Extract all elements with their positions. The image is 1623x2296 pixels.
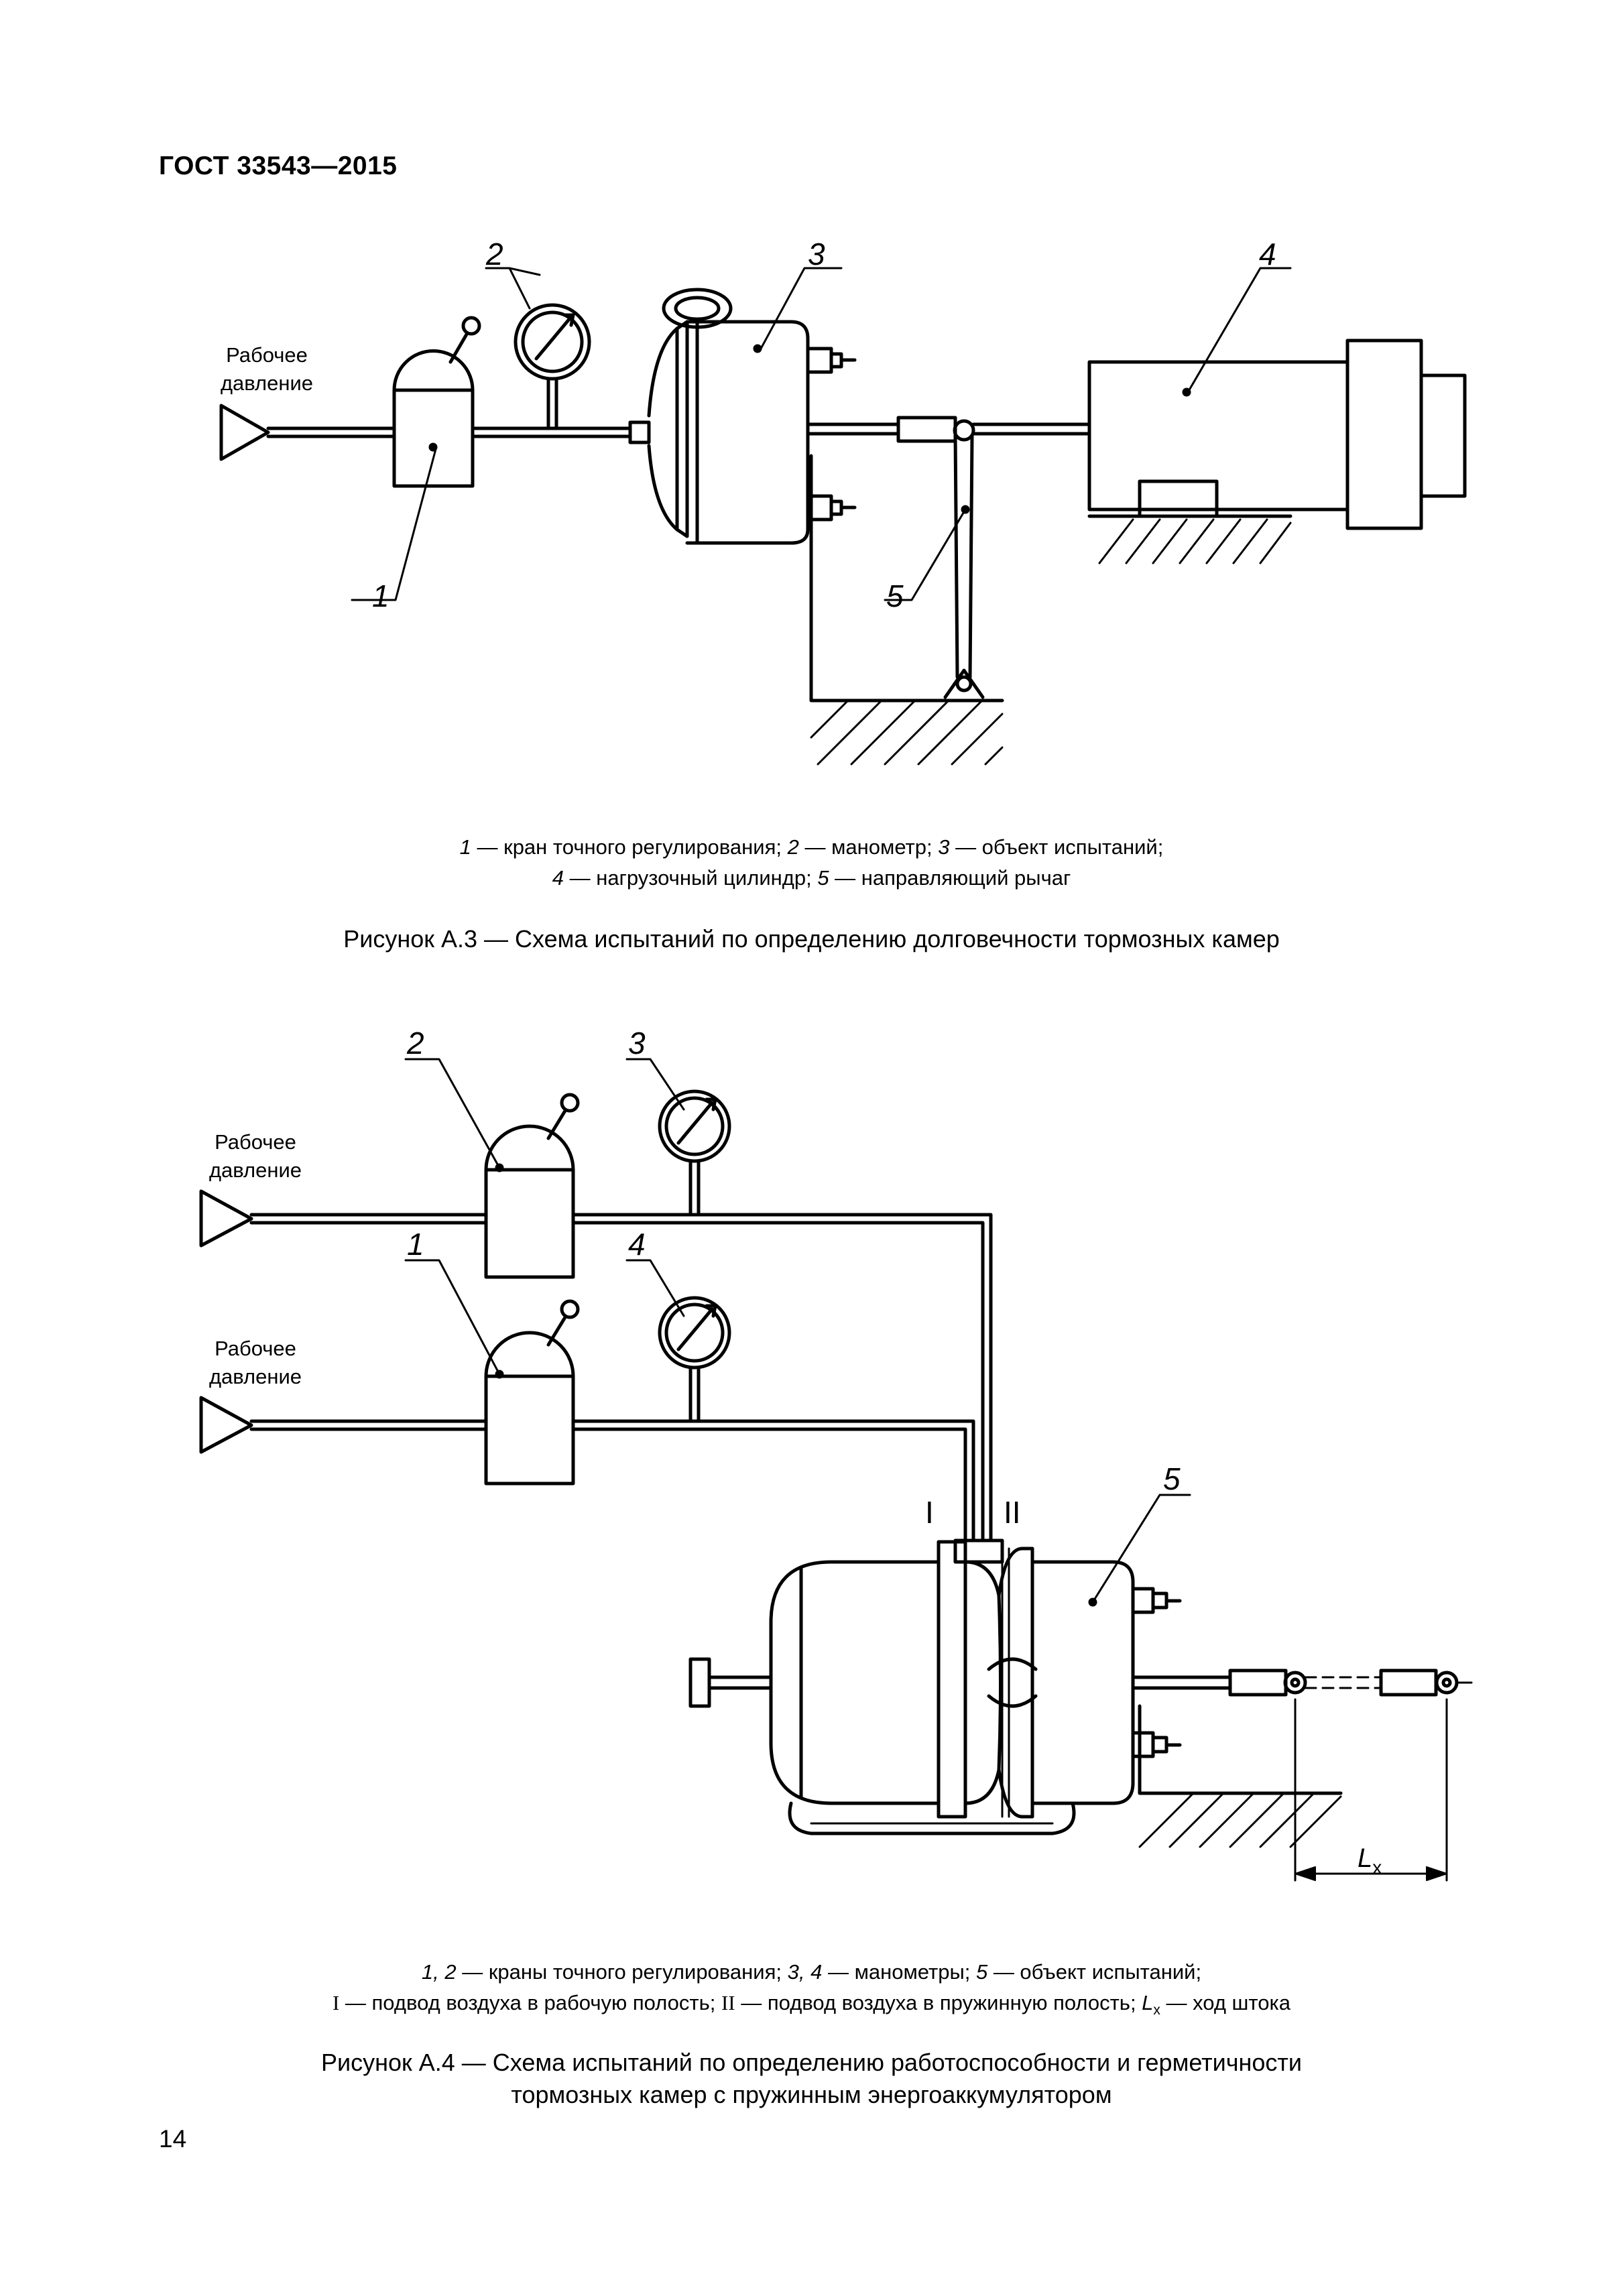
- callout-a3-4: 4: [1259, 237, 1276, 271]
- callout-a4-5: 5: [1163, 1461, 1181, 1496]
- input-label-a3-l1: Рабочее: [226, 343, 308, 367]
- guide-lever-5: [943, 434, 985, 699]
- legend-a4-line1: 1, 2 — краны точного регулирования; 3, 4…: [421, 1960, 1202, 1984]
- legend-a4-line2: I — подвод воздуха в рабочую полость; II…: [332, 1991, 1291, 2018]
- caption-a4-line2: тормозных камер с пружинным энергоаккуму…: [511, 2081, 1112, 2108]
- page-number: 14: [159, 2125, 187, 2153]
- input-label-a3-l2: давление: [221, 371, 313, 395]
- pressure-inlet-a4-upper: [199, 1189, 253, 1248]
- pressure-inlet-a4-lower: [199, 1396, 253, 1454]
- port-label-I: I: [925, 1495, 934, 1530]
- callout-a4-4: 4: [628, 1227, 646, 1262]
- legend-a3-line1: 1 — кран точного регулирования; 2 — мано…: [459, 835, 1164, 859]
- callout-a3-1: 1: [372, 579, 389, 613]
- callout-a4-1: 1: [407, 1227, 424, 1262]
- input-label-a4l-l1: Рабочее: [215, 1337, 296, 1360]
- pressure-gauge-3: [658, 1089, 731, 1163]
- stroke-label-lx: Lx: [1358, 1844, 1382, 1878]
- pressure-gauge-4: [658, 1296, 731, 1370]
- input-label-a4u-l1: Рабочее: [215, 1130, 296, 1154]
- pressure-gauge-2: [514, 303, 591, 381]
- callout-a3-5: 5: [886, 579, 904, 613]
- callout-a3-2: 2: [485, 237, 503, 271]
- caption-a4-line1: Рисунок А.4 — Схема испытаний по определ…: [320, 2049, 1302, 2076]
- regulating-valve-2: [484, 1093, 580, 1279]
- input-label-a4u-l2: давление: [209, 1158, 302, 1182]
- callout-a3-3: 3: [808, 237, 825, 271]
- pressure-inlet-a3: [219, 404, 270, 461]
- legend-a3-line2: 4 — нагрузочный цилиндр; 5 — направляющи…: [552, 866, 1071, 890]
- document-header: ГОСТ 33543—2015: [159, 152, 398, 180]
- caption-a3: Рисунок А.3 — Схема испытаний по определ…: [343, 925, 1280, 953]
- port-label-II: II: [1004, 1495, 1021, 1530]
- input-label-a4l-l2: давление: [209, 1365, 302, 1388]
- regulating-valve-1-a4: [484, 1299, 580, 1486]
- callout-a4-3: 3: [628, 1026, 646, 1061]
- load-cylinder-4: [1087, 339, 1467, 530]
- callout-a4-2: 2: [406, 1026, 424, 1061]
- regulating-valve-1: [392, 316, 481, 488]
- spring-brake-chamber-5: [769, 1540, 1135, 1835]
